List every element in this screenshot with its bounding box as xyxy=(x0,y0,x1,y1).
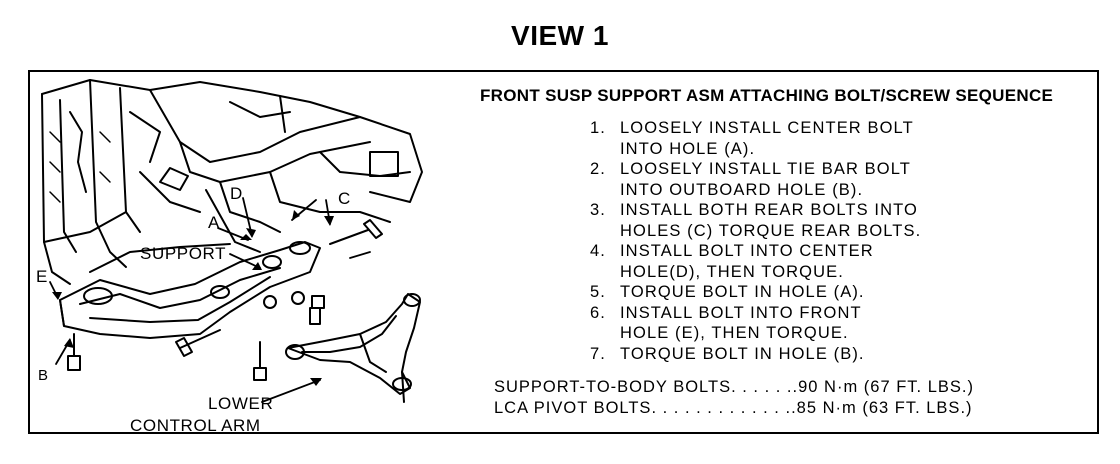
sequence-step: 6. INSTALL BOLT INTO FRONT HOLE (E), THE… xyxy=(590,303,1090,344)
step-number: 2. xyxy=(590,160,606,178)
step-number: 4. xyxy=(590,242,606,260)
torque-spec-name: SUPPORT-TO-BODY BOLTS xyxy=(494,378,732,396)
sequence-step: 1. LOOSELY INSTALL CENTER BOLT INTO HOLE… xyxy=(590,118,1090,159)
sequence-steps: 1. LOOSELY INSTALL CENTER BOLT INTO HOLE… xyxy=(450,118,1090,364)
torque-spec-leader-dots: . . . . . . xyxy=(731,378,793,396)
rear-bolt-right xyxy=(329,219,383,245)
step-number: 3. xyxy=(590,201,606,219)
torque-spec-leader-dots: . . . . . . . . . . . . . xyxy=(651,398,792,417)
step-text: TORQUE BOLT IN HOLE (B). xyxy=(620,344,865,363)
suspension-illustration xyxy=(41,79,423,403)
leader-arrowheads xyxy=(52,210,334,386)
bushing-washer xyxy=(291,291,305,305)
step-number: 5. xyxy=(590,283,606,301)
sequence-step: 3. INSTALL BOTH REAR BOLTS INTO HOLES (C… xyxy=(590,200,1090,241)
callout-label-a: A xyxy=(208,213,220,232)
lower-control-arm xyxy=(285,293,421,403)
pivot-bolt-center xyxy=(253,341,267,381)
step-text: INSTALL BOTH REAR BOLTS INTO HOLES (C) T… xyxy=(620,201,922,240)
callout-label-support: SUPPORT xyxy=(140,244,227,263)
front-bolt-b xyxy=(67,333,81,371)
callout-label-c: C xyxy=(338,189,351,208)
sequence-step: 4. INSTALL BOLT INTO CENTER HOLE(D), THE… xyxy=(590,241,1090,282)
torque-spec-value: .90 N·m (67 FT. LBS.) xyxy=(792,378,974,396)
step-number: 7. xyxy=(590,344,606,363)
step-text: INSTALL BOLT INTO FRONT HOLE (E), THEN T… xyxy=(620,303,862,343)
callout-label-control-arm: CONTROL ARM xyxy=(130,416,261,435)
sequence-step: 2. LOOSELY INSTALL TIE BAR BOLT INTO OUT… xyxy=(590,159,1090,200)
nut xyxy=(311,295,325,309)
callout-label-b: B xyxy=(38,367,49,384)
sequence-step: 5. TORQUE BOLT IN HOLE (A). xyxy=(590,282,1090,303)
callout-label-lower: LOWER xyxy=(208,394,274,413)
sequence-title: FRONT SUSP SUPPORT ASM ATTACHING BOLT/SC… xyxy=(480,86,1054,105)
step-number: 6. xyxy=(590,303,606,322)
front-suspension-support xyxy=(59,241,321,339)
torque-spec-value: .85 N·m (63 FT. LBS.) xyxy=(791,398,973,417)
diagram-frame: C D A SUPPORT E B LOWER CONTROL ARM FRON… xyxy=(28,70,1099,434)
step-text: TORQUE BOLT IN HOLE (A). xyxy=(620,283,865,301)
vehicle-body-structure xyxy=(41,79,423,285)
instructions-panel: FRONT SUSP SUPPORT ASM ATTACHING BOLT/SC… xyxy=(450,86,1090,418)
support-bolts xyxy=(67,219,383,381)
step-text: INSTALL BOLT INTO CENTER HOLE(D), THEN T… xyxy=(620,242,874,281)
nut xyxy=(309,307,321,325)
sequence-step: 7. TORQUE BOLT IN HOLE (B). xyxy=(590,344,1090,365)
view-title: VIEW 1 xyxy=(511,20,609,51)
step-text: LOOSELY INSTALL TIE BAR BOLT INTO OUTBOA… xyxy=(620,160,911,199)
step-text: LOOSELY INSTALL CENTER BOLT INTO HOLE (A… xyxy=(620,119,914,158)
callout-label-e: E xyxy=(36,267,48,286)
pivot-bolt-left xyxy=(175,329,221,357)
bushing-washer xyxy=(263,295,277,309)
step-number: 1. xyxy=(590,119,606,137)
torque-spec-name: LCA PIVOT BOLTS xyxy=(494,398,652,417)
torque-spec-row: SUPPORT-TO-BODY BOLTS . . . . . . .90 N·… xyxy=(494,377,1090,398)
torque-spec-row: LCA PIVOT BOLTS . . . . . . . . . . . . … xyxy=(494,398,1090,419)
callout-label-d: D xyxy=(230,184,243,203)
torque-specs: SUPPORT-TO-BODY BOLTS . . . . . . .90 N·… xyxy=(450,377,1090,418)
